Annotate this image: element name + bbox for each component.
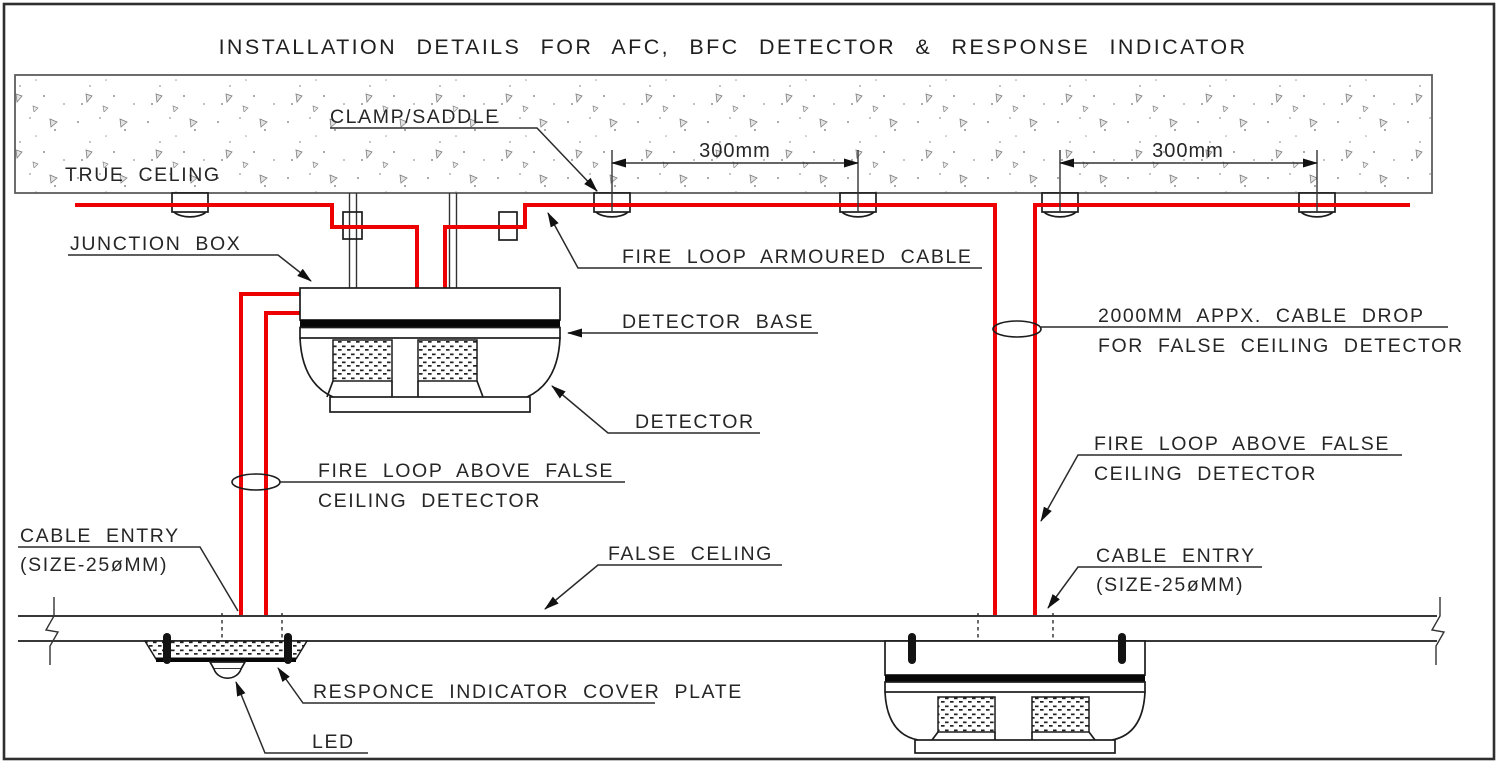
fire-loop-armoured-cable-text: FIRE LOOP ARMOURED CABLE [622, 246, 973, 268]
detector-mount-box [884, 640, 1146, 676]
junction-box-text: JUNCTION BOX [70, 233, 241, 255]
cable-entry-right-text-1: CABLE ENTRY [1096, 545, 1256, 567]
detector-window [1031, 696, 1090, 733]
conduits [348, 193, 458, 288]
response-cover-plate-text: RESPONCE INDICATOR COVER PLATE [313, 681, 743, 703]
label-cable-entry-right: CABLE ENTRY (SIZE-25øMM) [1047, 545, 1262, 609]
label-false-ceiling: FALSE CELING [544, 543, 782, 610]
clamp [171, 192, 209, 218]
response-indicator-edge [156, 657, 296, 662]
ceiling-detector-assembly [299, 287, 561, 413]
label-fire-loop-above-left: FIRE LOOP ABOVE FALSE CEILING DETECTOR [280, 460, 625, 512]
detector-rim [914, 739, 1116, 754]
dimension-right: 300mm [1059, 140, 1318, 212]
fire-loop-above-left-text-2: CEILING DETECTOR [318, 490, 541, 512]
detector-rim [329, 396, 531, 413]
detector-base-text: DETECTOR BASE [622, 311, 814, 333]
led-collar [208, 661, 247, 670]
label-detector-base: DETECTOR BASE [567, 311, 818, 338]
label-fire-loop-armoured-cable: FIRE LOOP ARMOURED CABLE [547, 212, 982, 269]
label-junction-box: JUNCTION BOX [68, 233, 312, 282]
detector-body-right [526, 337, 561, 398]
true-ceiling-slab: TRUE CELING [14, 74, 1433, 194]
label-response-cover-plate: RESPONCE INDICATOR COVER PLATE [277, 667, 743, 704]
cable-entry-right-text-2: (SIZE-25øMM) [1096, 574, 1244, 596]
cable-entry-left-text-2: (SIZE-25øMM) [20, 554, 168, 576]
response-indicator [143, 633, 309, 679]
label-cable-entry-left: CABLE ENTRY (SIZE-25øMM) [18, 525, 239, 612]
true-ceiling-label: TRUE CELING [65, 164, 221, 186]
detector-window [332, 339, 393, 382]
false-ceiling-text: FALSE CELING [608, 543, 773, 565]
detector-text: DETECTOR [635, 411, 755, 433]
cable-junction-drop-1 [239, 292, 300, 615]
led-dome [213, 668, 242, 679]
false-ceiling-detector-assembly [884, 633, 1146, 754]
detector-base-plate [299, 326, 561, 339]
label-detector: DETECTOR [551, 385, 760, 434]
break-symbol-right [1430, 597, 1446, 665]
detector-base-plate [884, 681, 1146, 693]
detector-base-band [885, 675, 1145, 682]
cable-loop-marker-right [992, 320, 1042, 338]
label-led: LED [235, 681, 368, 754]
detector-window [417, 339, 478, 382]
cable-entry-left-text-1: CABLE ENTRY [20, 525, 180, 547]
fire-loop-above-right-text-1: FIRE LOOP ABOVE FALSE [1094, 433, 1390, 455]
break-symbol-left [44, 597, 60, 665]
drawing-title: INSTALLATION DETAILS FOR AFC, BFC DETECT… [219, 35, 1248, 59]
junction-box [299, 287, 561, 321]
cable-entry-right [977, 613, 1054, 644]
dimension-left: 300mm [611, 140, 859, 212]
detector-base-band [300, 320, 560, 328]
concrete-slab [14, 74, 1433, 194]
cable-drop-text-1: 2000MM APPX. CABLE DROP [1098, 305, 1425, 327]
fire-loop-above-left-text-1: FIRE LOOP ABOVE FALSE [318, 460, 614, 482]
cable-run-right-rise [1033, 203, 1410, 615]
detector-window [937, 696, 996, 733]
clamp-saddle-text: CLAMP/SADDLE [330, 106, 500, 128]
fire-loop-armoured-cable [75, 203, 1410, 615]
fixing-bolt [284, 633, 292, 664]
fixing-bolt [163, 633, 171, 664]
fixing-bolt [908, 633, 916, 664]
label-clamp-saddle: CLAMP/SADDLE [330, 106, 598, 192]
cable-drop-text-2: FOR FALSE CEILING DETECTOR [1098, 335, 1464, 357]
dimension-left-value: 300mm [699, 140, 771, 162]
fixing-bolt [1118, 633, 1126, 664]
cable-run-left [75, 203, 419, 288]
label-cable-drop: 2000MM APPX. CABLE DROP FOR FALSE CEILIN… [1041, 305, 1464, 357]
label-fire-loop-above-right: FIRE LOOP ABOVE FALSE CEILING DETECTOR [1040, 433, 1402, 522]
dimension-right-value: 300mm [1152, 140, 1224, 162]
led-text: LED [312, 731, 355, 753]
cable-run-middle-drop [443, 203, 997, 615]
detector-body-right [1111, 691, 1146, 741]
detector-body-left [884, 691, 919, 741]
cable-junction-drop-2 [264, 311, 300, 615]
cable-entry-left [221, 613, 283, 644]
detector-body-left [299, 337, 334, 398]
fire-loop-above-right-text-2: CEILING DETECTOR [1094, 463, 1317, 485]
